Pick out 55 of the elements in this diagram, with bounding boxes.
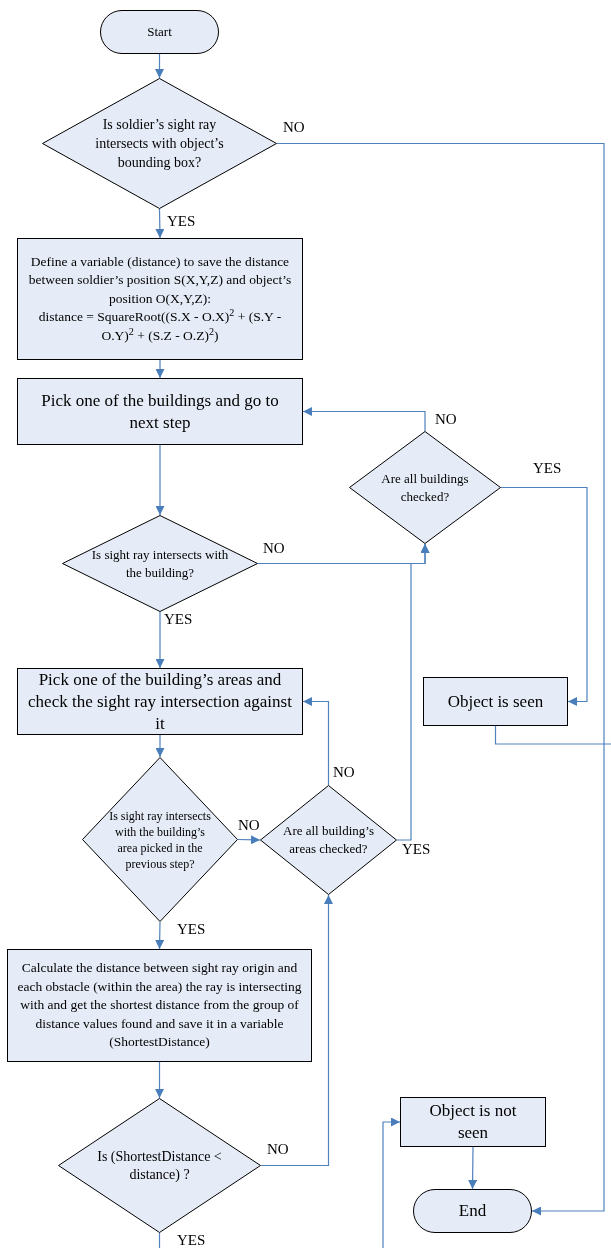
edge-label: NO xyxy=(283,120,305,135)
connector-arrow xyxy=(382,1117,401,1248)
connector-arrow xyxy=(155,208,165,239)
edge-label: NO xyxy=(267,1142,289,1157)
connector-arrow xyxy=(260,894,333,1167)
edge-label: YES xyxy=(533,461,562,476)
step-text: Pick one of the buildings and go to next step xyxy=(40,389,280,434)
step-text: End xyxy=(457,1200,488,1223)
question-text: Is soldier’s sight ray intersects with object’s bounding box? xyxy=(94,116,225,172)
question-text: Are all building’s areas checked? xyxy=(282,822,375,858)
step-text: distance = SquareRoot((S.X - O.X)$^{2}$ + (S.Y - O.Y)$^{2}$ + (S.Z - O.Z)$^{2}$) xyxy=(37,308,283,345)
connector-arrow xyxy=(155,359,165,379)
connector-arrow xyxy=(155,444,165,516)
step-text: Start xyxy=(146,23,173,42)
question-text: Is sight ray intersects with the building? xyxy=(90,545,230,582)
connector-arrow xyxy=(155,734,165,758)
connector-arrow xyxy=(155,921,165,950)
step-text: Define a variable (distance) to save the distance between soldier’s position S(X,Y,Z) and object’s position O(X,Y,Z): xyxy=(27,252,293,308)
connector-arrow xyxy=(155,611,165,669)
process-box xyxy=(400,1097,546,1147)
edge-label: NO xyxy=(238,818,260,833)
decision-diamond xyxy=(58,1098,261,1233)
step-text: Object is not seen xyxy=(428,1100,518,1144)
step-text: Object is seen xyxy=(446,690,545,713)
edge-label: YES xyxy=(402,842,431,857)
connector-arrow xyxy=(155,1061,164,1099)
process-box xyxy=(17,378,303,445)
edge-label: NO xyxy=(263,541,285,556)
edge-label: YES xyxy=(177,922,206,937)
edge-label: NO xyxy=(333,765,355,780)
decision-diamond xyxy=(349,431,501,544)
connector-arrow xyxy=(500,486,588,706)
decision-diamond xyxy=(82,757,238,922)
process-box xyxy=(7,949,312,1062)
process-box xyxy=(17,238,303,360)
edge-label: YES xyxy=(177,1233,206,1248)
connector-arrow xyxy=(302,407,426,432)
connector-arrow xyxy=(155,53,164,79)
edge-label: NO xyxy=(435,412,457,427)
decision-diamond xyxy=(62,515,258,612)
decision-diamond xyxy=(260,785,397,895)
step-text: Pick one of the building’s areas and check the sight ray intersection against it xyxy=(27,668,293,735)
connector-arrow xyxy=(276,142,605,1216)
connector-arrow xyxy=(302,697,330,786)
connector-arrow xyxy=(468,1146,478,1190)
question-text: Is (ShortestDistance < distance) ? xyxy=(96,1147,223,1184)
decision-diamond xyxy=(42,78,277,209)
question-text: Is sight ray intersects with the building’s area picked in the previous step? xyxy=(108,807,212,872)
edge-label: YES xyxy=(164,612,193,627)
process-box xyxy=(423,677,568,726)
edge-label: YES xyxy=(167,214,196,229)
step-text: Calculate the distance between sight ray origin and each obstacle (within the area) the ray is intersecting with and get the shortest distance from the group of distance values found and save it in a variable (ShortestDistance) xyxy=(16,959,303,1052)
connector-arrow xyxy=(396,543,430,841)
question-text: Are all buildings checked? xyxy=(380,469,470,506)
connector-arrow xyxy=(237,835,261,845)
